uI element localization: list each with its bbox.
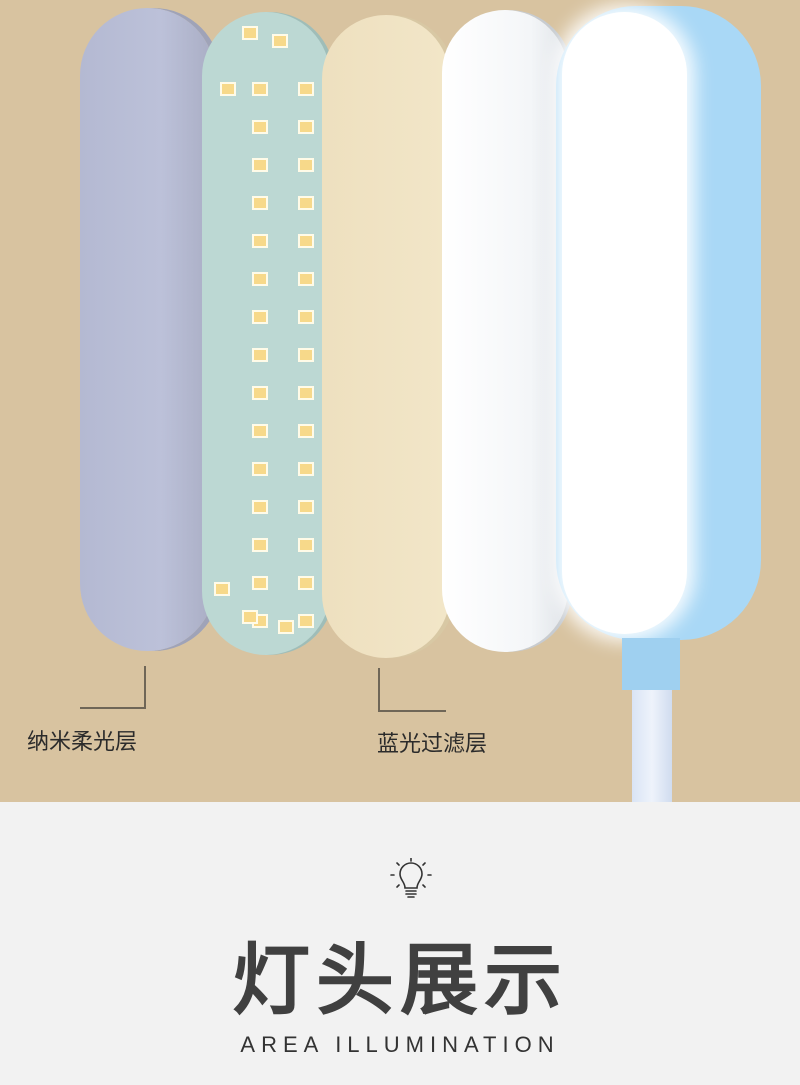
section-subtitle: AREA ILLUMINATION — [240, 1032, 560, 1057]
led-chip — [252, 500, 268, 514]
led-chip — [252, 196, 268, 210]
led-chip — [298, 82, 314, 96]
led-chip — [252, 386, 268, 400]
led-chip — [252, 348, 268, 362]
led-chip — [242, 26, 258, 40]
lightbulb-icon — [390, 858, 432, 898]
led-chip — [298, 386, 314, 400]
led-chip — [298, 196, 314, 210]
blue-light-filter-layer — [322, 15, 450, 658]
callout-line-left — [144, 666, 146, 709]
product-hero-image: 纳米柔光层 蓝光过滤层 — [0, 0, 800, 802]
led-chip — [252, 158, 268, 172]
led-chip — [298, 120, 314, 134]
led-chip — [298, 234, 314, 248]
label-nano-soft-light-layer: 纳米柔光层 — [27, 729, 138, 754]
lamp-glow — [562, 12, 687, 634]
led-chip — [252, 462, 268, 476]
led-chip — [298, 272, 314, 286]
led-chip — [252, 424, 268, 438]
led-chip — [298, 500, 314, 514]
led-chip — [278, 620, 294, 634]
led-chip — [252, 538, 268, 552]
section-title: 灯头展示 — [231, 936, 568, 1024]
lamp-neck — [622, 638, 680, 690]
led-chip — [298, 424, 314, 438]
led-chip — [252, 576, 268, 590]
led-chip — [242, 610, 258, 624]
callout-line-right — [378, 710, 446, 712]
led-chip — [272, 34, 288, 48]
led-chip — [298, 614, 314, 628]
led-chip — [298, 348, 314, 362]
led-chip — [298, 158, 314, 172]
callout-line-left — [80, 707, 146, 709]
lamp-stem — [632, 690, 672, 802]
led-chip — [252, 234, 268, 248]
led-chip — [298, 576, 314, 590]
led-chip — [252, 272, 268, 286]
label-blue-light-filter-layer: 蓝光过滤层 — [377, 731, 488, 756]
nano-soft-light-layer — [80, 8, 215, 651]
led-chip — [298, 538, 314, 552]
led-chip — [252, 120, 268, 134]
callout-line-right — [378, 668, 380, 712]
led-chip — [252, 82, 268, 96]
led-chip — [220, 82, 236, 96]
led-chip — [298, 462, 314, 476]
led-chip — [214, 582, 230, 596]
led-chip — [252, 310, 268, 324]
led-chip — [298, 310, 314, 324]
diffuser-layer — [442, 10, 568, 652]
lamp-head — [556, 6, 761, 640]
led-board — [202, 12, 330, 655]
